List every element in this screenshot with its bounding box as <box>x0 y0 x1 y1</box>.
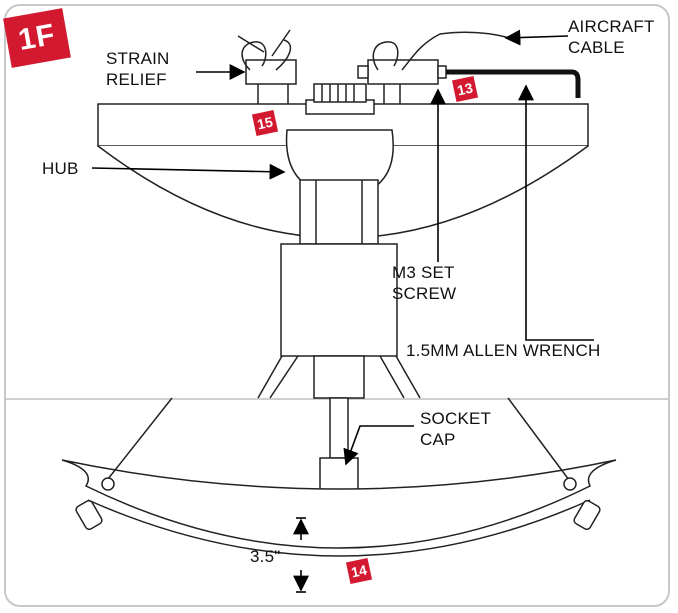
dimension-label: 3.5" <box>250 547 281 566</box>
allen-wrench-label: 1.5MM ALLEN WRENCH <box>406 341 601 360</box>
lamp-stem <box>257 243 421 525</box>
hub-label: HUB <box>42 159 79 178</box>
strain-relief-blocks <box>237 29 511 104</box>
socket-cap-label: SOCKET CAP <box>420 409 492 449</box>
figure-panel <box>4 4 670 607</box>
step-badge-cable: 13 <box>451 75 479 103</box>
step-badge-strain: 15 <box>251 109 279 137</box>
strain-relief-label: STRAIN RELIEF <box>106 49 170 89</box>
figure-badge: 1F <box>3 8 71 68</box>
leader-lines <box>91 29 594 593</box>
m3-set-screw-label: M3 SET SCREW <box>392 263 457 303</box>
allen-wrench <box>446 69 581 98</box>
step-badge-bowl: 14 <box>345 557 373 585</box>
hub <box>285 83 394 245</box>
lower-shade <box>61 397 617 557</box>
aircraft-cable-label: AIRCRAFT CABLE <box>568 17 655 57</box>
